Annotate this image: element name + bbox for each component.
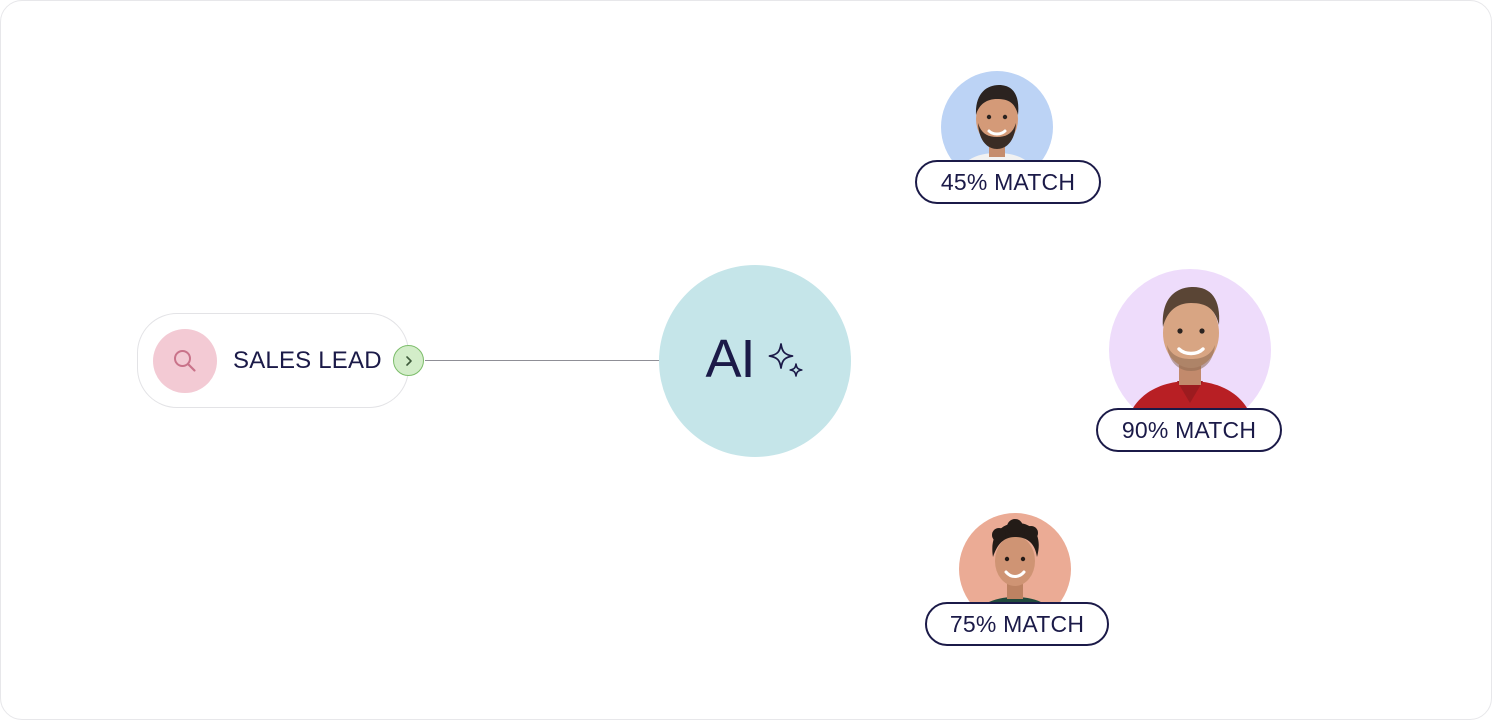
match-badge: 75% MATCH	[925, 602, 1109, 646]
search-icon	[153, 329, 217, 393]
ai-label: AI	[705, 329, 755, 389]
match-badge: 90% MATCH	[1096, 408, 1282, 452]
sales-lead-card[interactable]: SALES LEAD	[137, 313, 409, 408]
sales-lead-label: SALES LEAD	[233, 347, 382, 374]
ai-hub: AI	[659, 265, 851, 457]
match-badge: 45% MATCH	[915, 160, 1101, 204]
lead-arrow-button[interactable]	[393, 345, 424, 376]
chevron-right-icon	[405, 355, 412, 366]
connector-line	[425, 360, 661, 361]
candidate-avatar[interactable]	[1109, 269, 1271, 431]
sparkle-icon	[768, 343, 803, 377]
